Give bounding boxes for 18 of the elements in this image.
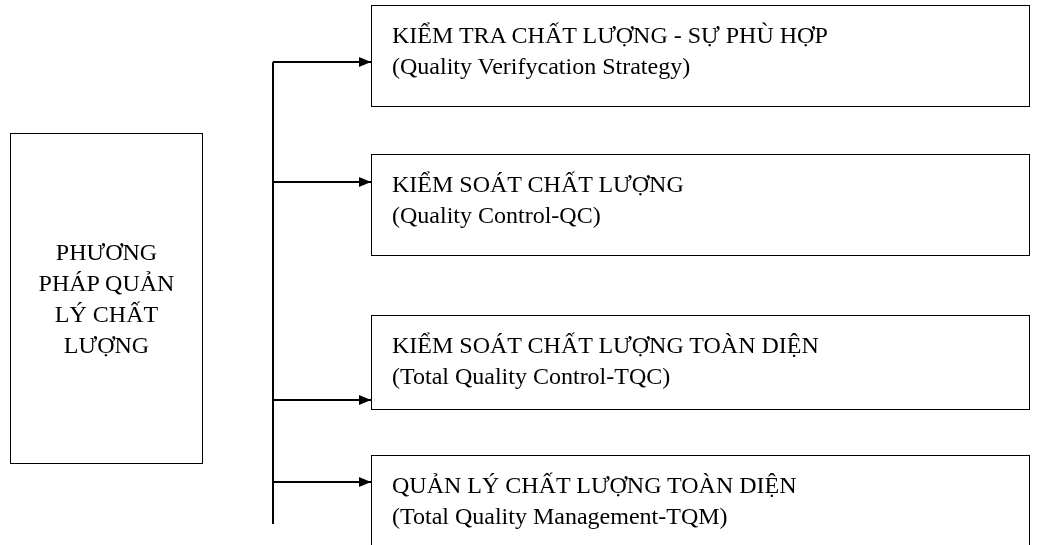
box-title: PHƯƠNG PHÁP QUẢN LÝ CHẤT LƯỢNG — [37, 237, 176, 360]
arrow — [272, 177, 372, 187]
process-box — [371, 455, 1030, 545]
process-box — [371, 5, 1030, 107]
box-subtitle: (Total Quality Management-TQM) — [392, 502, 728, 531]
arrow — [272, 57, 372, 67]
box-subtitle: (Total Quality Control-TQC) — [392, 362, 671, 391]
process-box — [371, 154, 1030, 256]
box-title: KIỂM SOÁT CHẤT LƯỢNG TOÀN DIỆN — [392, 331, 819, 360]
process-box — [371, 315, 1030, 410]
box-title: KIỂM TRA CHẤT LƯỢNG - SỰ PHÙ HỢP — [392, 21, 828, 50]
box-subtitle: (Quality Control-QC) — [392, 201, 601, 230]
box-title: QUẢN LÝ CHẤT LƯỢNG TOÀN DIỆN — [392, 471, 797, 500]
box-subtitle: (Quality Verifycation Strategy) — [392, 52, 691, 81]
box-title: KIỂM SOÁT CHẤT LƯỢNG — [392, 170, 684, 199]
arrow — [272, 477, 372, 487]
arrow — [272, 395, 372, 405]
process-box — [10, 133, 203, 464]
